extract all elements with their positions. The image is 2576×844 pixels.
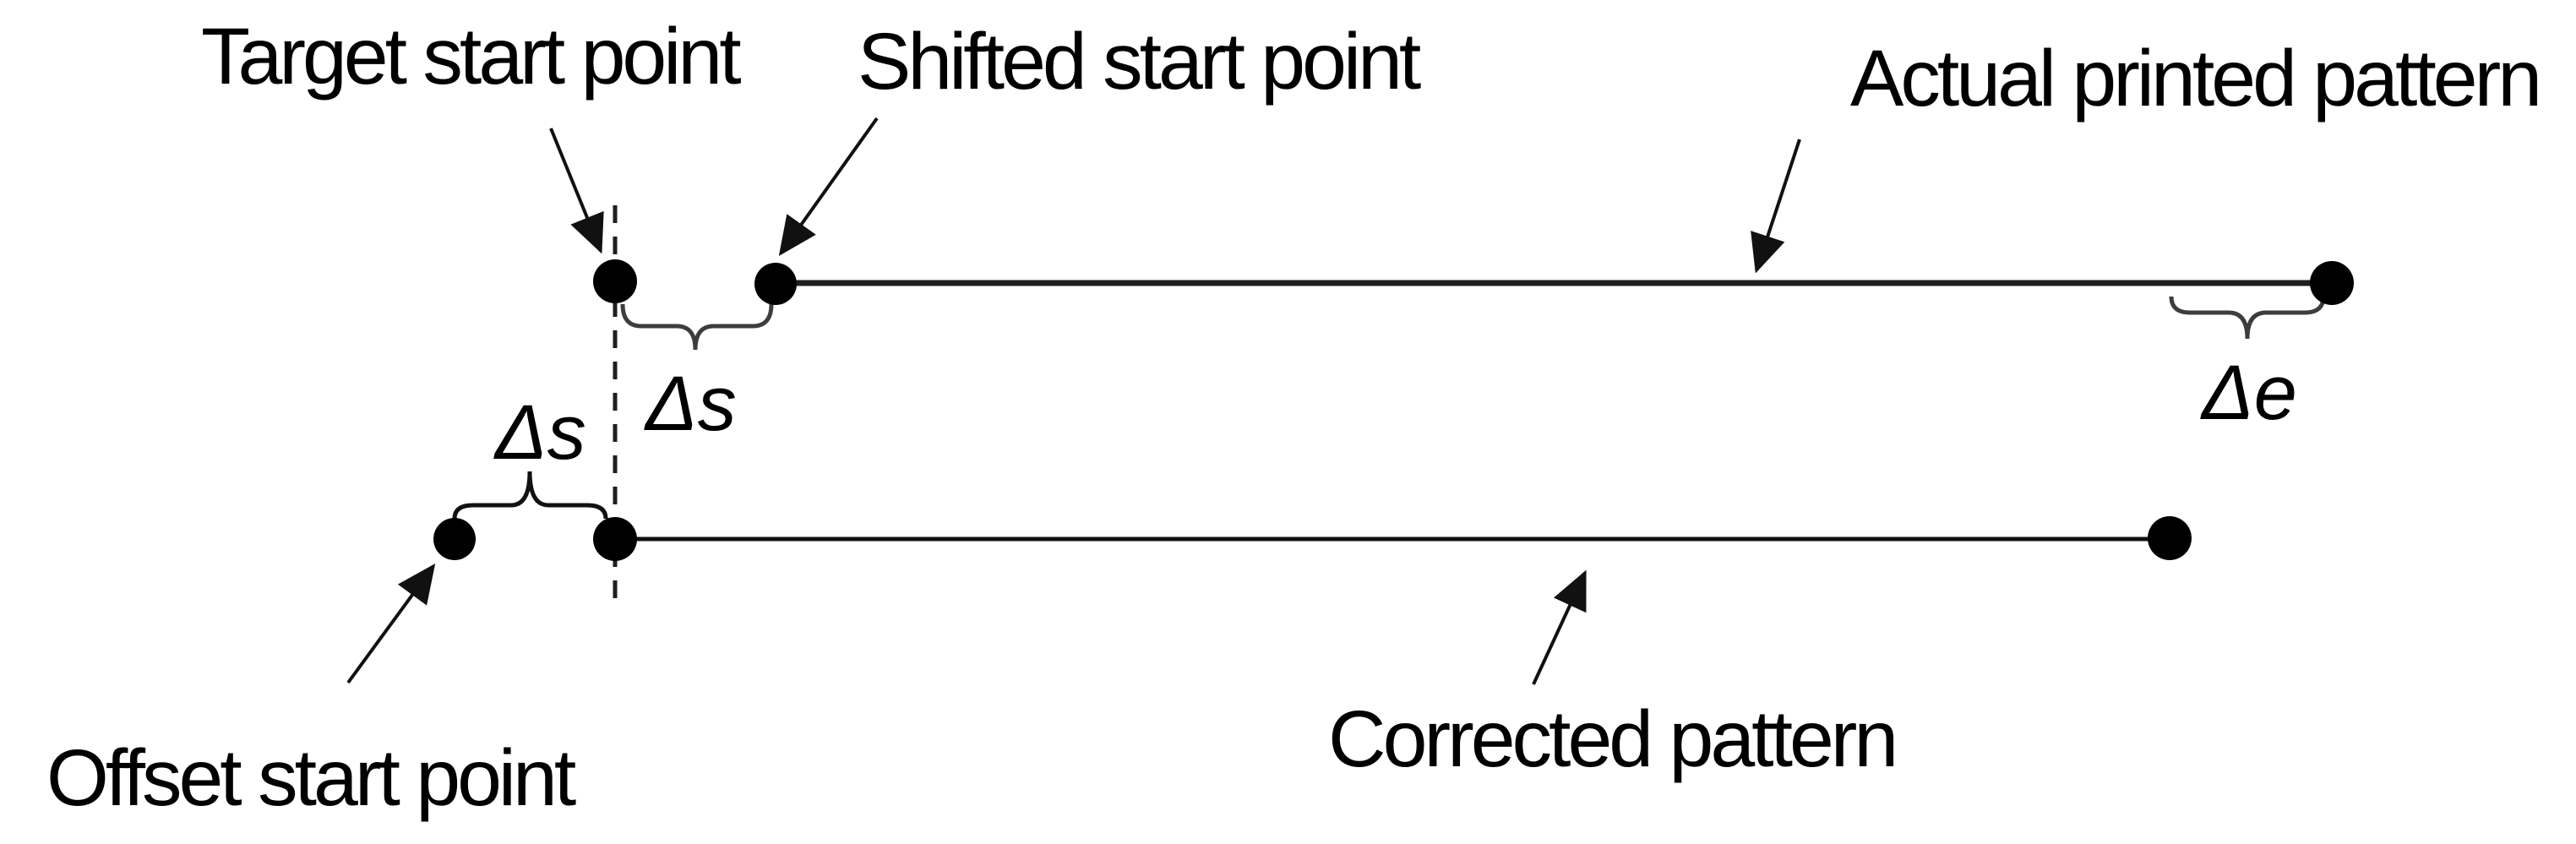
offset-start-dot xyxy=(433,518,476,560)
shifted-start-arrow xyxy=(778,117,879,256)
shifted-start-dot xyxy=(754,263,797,305)
offset-start-label: Offset start point xyxy=(46,733,576,823)
actual-end-dot xyxy=(2310,261,2354,305)
lower-delta-s-brace xyxy=(452,471,608,520)
offset-start-arrow xyxy=(346,564,436,684)
corrected-start-dot xyxy=(593,517,637,561)
delta-e-brace xyxy=(2169,296,2326,340)
shifted-start-label: Shifted start point xyxy=(858,17,1421,106)
corrected-pattern-label: Corrected pattern xyxy=(1328,694,1898,784)
actual-pattern-label: Actual printed pattern xyxy=(1850,34,2542,123)
upper-delta-s-brace xyxy=(620,303,774,351)
corrected-end-dot xyxy=(2148,516,2192,560)
actual-pattern-arrow xyxy=(1751,139,1801,274)
target-start-dot xyxy=(593,259,637,303)
delta-s-upper-label: Δs xyxy=(645,361,737,447)
delta-e-label: Δe xyxy=(2202,350,2297,436)
corrected-pattern-arrow xyxy=(1532,569,1587,685)
target-start-label: Target start point xyxy=(201,12,742,101)
delta-s-lower-label: Δs xyxy=(495,389,586,476)
target-start-arrow xyxy=(549,128,604,254)
